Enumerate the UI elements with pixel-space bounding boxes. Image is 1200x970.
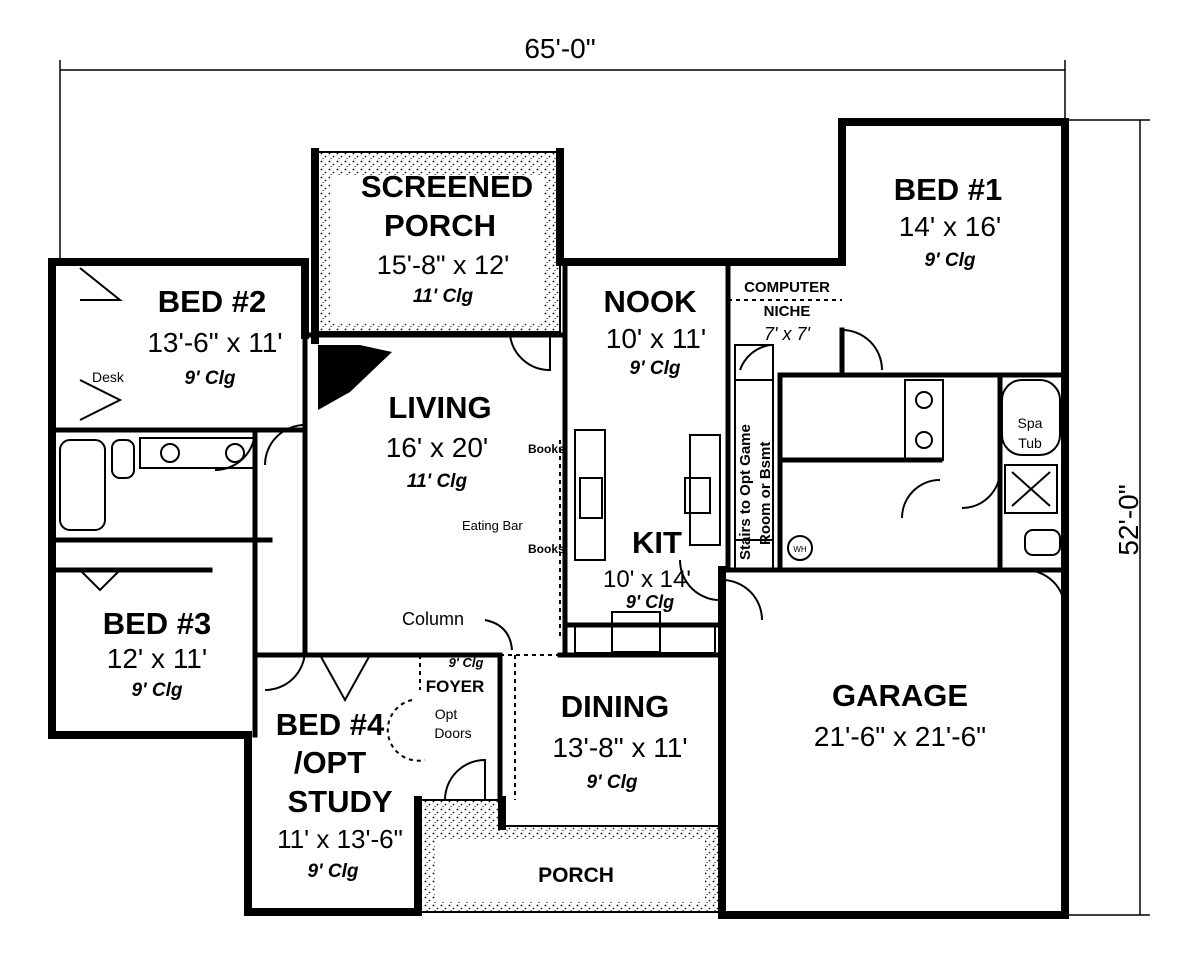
living-clg: 11' Clg (407, 471, 468, 492)
screened-porch-name-2: PORCH (384, 208, 496, 243)
room-bed4: BED #4 /OPT STUDY 11' x 13'-6" 9' Clg (276, 707, 403, 882)
bed2-clg: 9' Clg (185, 368, 236, 389)
bed4-name-3: STUDY (287, 784, 392, 819)
room-living: LIVING 16' x 20' 11' Clg (386, 390, 492, 492)
room-porch: PORCH (538, 864, 614, 887)
water-heater (787, 535, 813, 561)
stairs (734, 344, 774, 571)
room-dining: DINING 13'-8" x 11' 9' Clg (552, 689, 687, 793)
stairs-label-1: Stairs to Opt Game (737, 424, 754, 560)
garage-name: GARAGE (832, 678, 968, 713)
books-label-bottom: Books (528, 542, 565, 556)
toilet-master (1024, 529, 1061, 556)
open-passages (304, 262, 842, 800)
bed4-clg: 9' Clg (308, 861, 359, 882)
toilet-bath2 (111, 439, 135, 479)
width-dimension-label: 65'-0" (524, 33, 595, 64)
screened-porch-name-1: SCREENED (361, 169, 533, 204)
bath-fixtures (59, 379, 1061, 561)
depth-dimension: 52'-0" (1060, 119, 1150, 916)
eating-bar-label: Eating Bar (462, 518, 523, 533)
vanity-master (904, 379, 944, 461)
foyer-opt-1: Opt (435, 706, 458, 722)
books-label-top: Books (528, 442, 565, 456)
bed4-name-1: BED #4 (276, 707, 385, 742)
bed1-clg: 9' Clg (925, 250, 976, 271)
interior-walls (49, 259, 1068, 833)
spa-label-2: Tub (1018, 435, 1042, 451)
living-name: LIVING (388, 390, 491, 425)
kitchen-fixtures (574, 429, 721, 654)
bed4-size: 11' x 13'-6" (277, 824, 403, 854)
computer-niche-name-2: NICHE (764, 303, 811, 320)
porch-name: PORCH (538, 864, 614, 887)
screened-porch-clg: 11' Clg (413, 286, 474, 307)
bed4-name-2: /OPT (294, 745, 366, 780)
computer-niche-size: 7' x 7' (764, 324, 810, 344)
stairs-label-2: Room or Bsmt (757, 442, 774, 545)
bed2-size: 13'-6" x 11' (147, 327, 282, 358)
tub (59, 439, 106, 531)
dining-name: DINING (561, 689, 670, 724)
kitchen-clg: 9' Clg (626, 592, 674, 612)
garage-size: 21'-6" x 21'-6" (814, 721, 986, 752)
room-computer-niche: COMPUTER NICHE 7' x 7' (744, 279, 830, 344)
nook-size: 10' x 11' (606, 323, 706, 354)
room-bed1: BED #1 14' x 16' 9' Clg (894, 172, 1003, 271)
fireplace (318, 345, 392, 410)
living-size: 16' x 20' (386, 432, 489, 463)
range (684, 477, 711, 514)
nook-clg: 9' Clg (630, 358, 681, 379)
computer-niche-name-1: COMPUTER (744, 279, 830, 296)
width-dimension: 65'-0" (59, 33, 1066, 260)
screened-porch-size: 15'-8" x 12' (377, 250, 509, 280)
room-bed3: BED #3 12' x 11' 9' Clg (103, 606, 212, 701)
nook-name: NOOK (604, 284, 698, 319)
foyer-opt-2: Doors (434, 725, 471, 741)
bed3-clg: 9' Clg (132, 680, 183, 701)
kitchen-name: KIT (632, 525, 682, 560)
vanity-bath2 (139, 437, 256, 469)
bed2-name: BED #2 (158, 284, 267, 319)
room-kitchen: KIT 10' x 14' 9' Clg (603, 525, 691, 612)
refrigerator (611, 611, 661, 653)
kitchen-counter-right (689, 434, 721, 546)
dining-size: 13'-8" x 11' (552, 732, 687, 763)
bed3-size: 12' x 11' (107, 643, 207, 674)
room-nook: NOOK 10' x 11' 9' Clg (604, 284, 707, 379)
desk-label: Desk (92, 369, 125, 385)
room-screened-porch: SCREENED PORCH 15'-8" x 12' 11' Clg (361, 169, 533, 307)
foyer-name: FOYER (426, 677, 485, 696)
room-foyer: 9' Clg FOYER Opt Doors (426, 655, 485, 741)
room-bed2: BED #2 13'-6" x 11' 9' Clg (147, 284, 282, 389)
kitchen-sink (579, 477, 603, 519)
room-garage: GARAGE 21'-6" x 21'-6" (814, 678, 986, 752)
bed3-name: BED #3 (103, 606, 212, 641)
column-leader (484, 619, 513, 651)
depth-dimension-label: 52'-0" (1113, 484, 1144, 555)
foyer-clg: 9' Clg (449, 655, 484, 670)
shower (1004, 464, 1058, 514)
kitchen-counter-bottom (574, 624, 716, 654)
spa-label-1: Spa (1018, 415, 1043, 431)
bed1-size: 14' x 16' (899, 211, 1002, 242)
bed1-name: BED #1 (894, 172, 1003, 207)
column-label: Column (402, 609, 464, 629)
water-heater-label: WH (793, 545, 807, 554)
dining-clg: 9' Clg (587, 772, 638, 793)
kitchen-size: 10' x 14' (603, 566, 691, 593)
spa-tub (1001, 379, 1061, 456)
kitchen-counter-left (574, 429, 606, 561)
